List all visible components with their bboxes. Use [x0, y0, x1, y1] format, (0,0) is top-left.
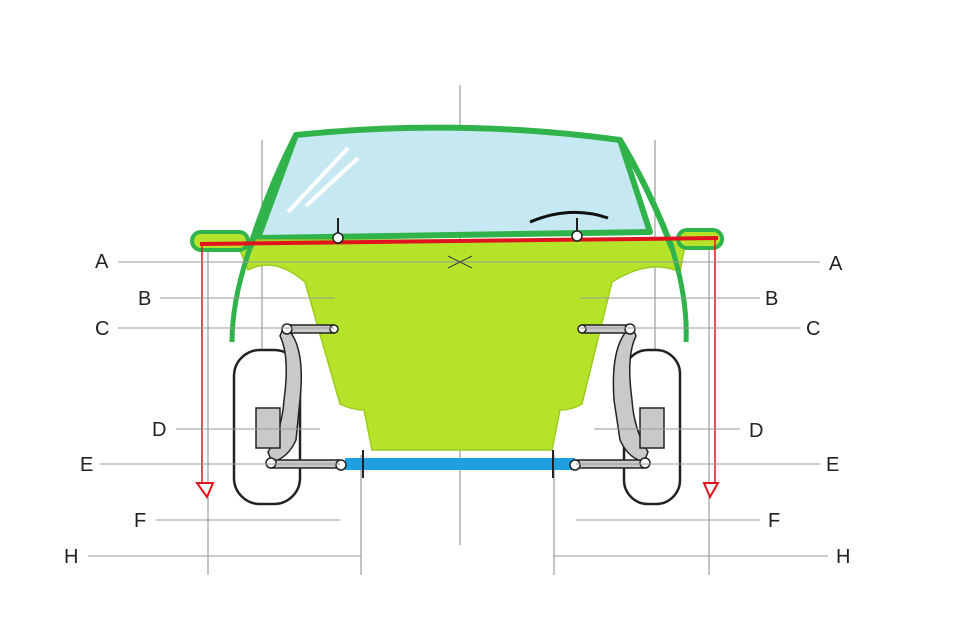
- wiper: [529, 210, 609, 224]
- left-upper-arm: [285, 324, 335, 334]
- label-c-left: C: [95, 318, 109, 340]
- label-f-right: F: [768, 510, 780, 532]
- windshield: [255, 124, 653, 241]
- windshield-reflection: [286, 146, 360, 214]
- label-d-left: D: [152, 419, 166, 441]
- label-c-right: C: [806, 318, 820, 340]
- left-strut-mount: [332, 232, 344, 244]
- right-strut-mount: [571, 230, 583, 242]
- label-b-left: B: [138, 288, 151, 310]
- dimension-lines-left: [88, 261, 460, 557]
- label-e-left: E: [80, 454, 93, 476]
- label-h-right: H: [836, 546, 850, 568]
- car-body: [190, 124, 724, 451]
- label-a-left: A: [95, 251, 109, 273]
- label-d-right: D: [749, 420, 763, 442]
- top-mount-line: [195, 218, 720, 500]
- left-mirror: [190, 230, 250, 252]
- crossmember: [345, 458, 575, 470]
- label-f-left: F: [134, 510, 146, 532]
- label-a-right: A: [829, 253, 843, 275]
- right-pillar: [617, 138, 675, 250]
- left-suspension: [232, 323, 364, 506]
- right-upper-arm: [581, 324, 631, 334]
- red-down-arrow-icon: [702, 482, 720, 500]
- left-pillar: [247, 133, 299, 249]
- label-b-right: B: [765, 288, 778, 310]
- red-down-arrow-icon: [195, 482, 215, 500]
- dimension-lines-right: [460, 261, 828, 557]
- label-e-right: E: [826, 454, 839, 476]
- label-h-left: H: [64, 546, 78, 568]
- center-mark: [447, 255, 473, 269]
